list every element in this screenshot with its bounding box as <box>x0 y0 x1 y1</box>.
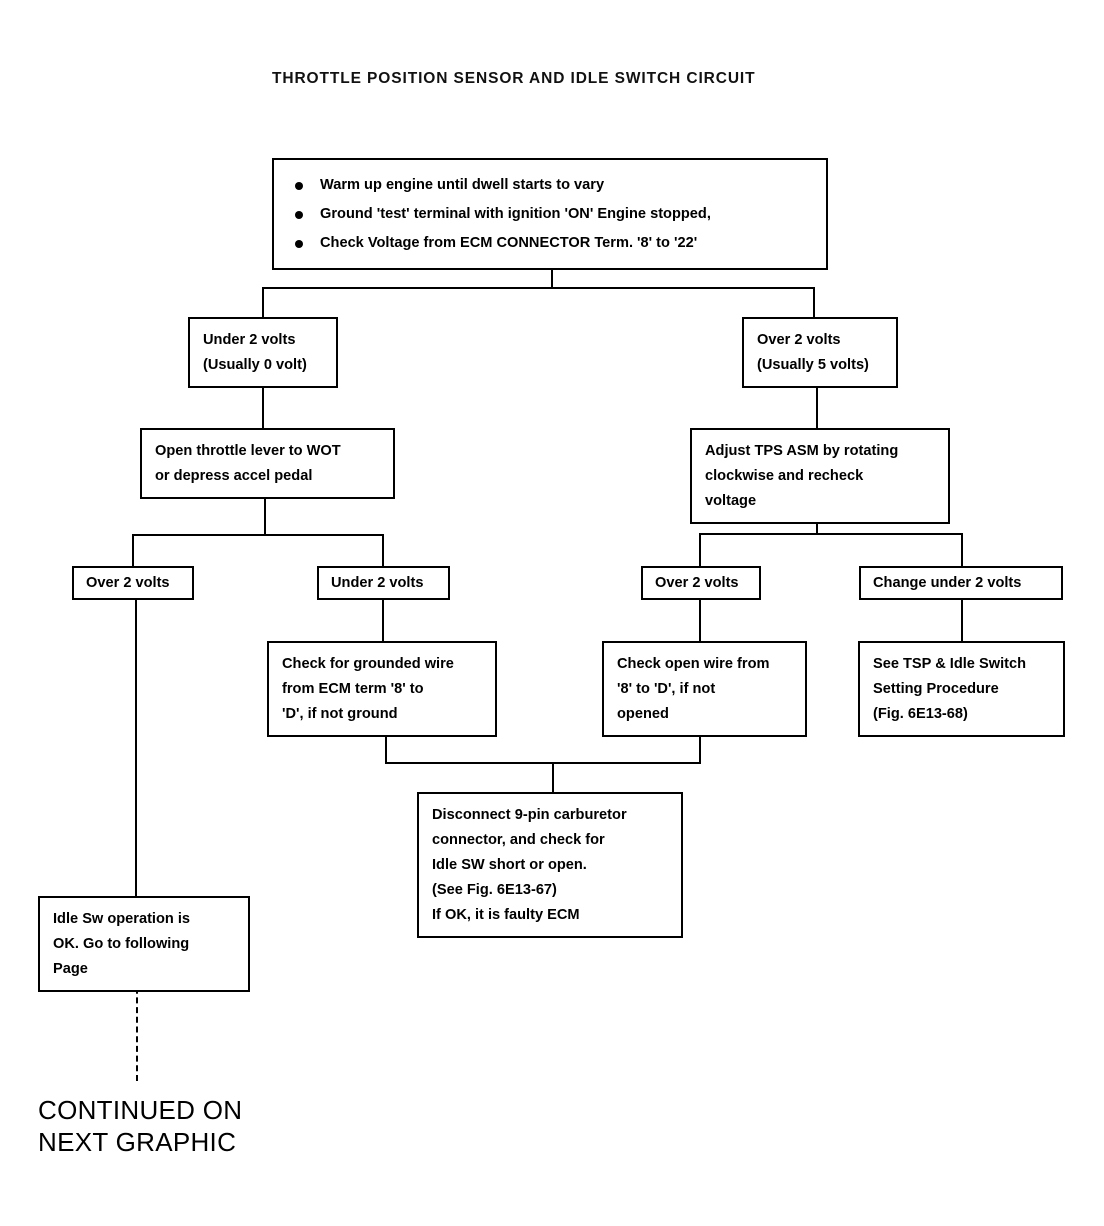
connector-top-split <box>262 287 815 289</box>
check-open-line2: '8' to 'D', if not <box>617 681 716 697</box>
open-throttle-line2: or depress accel pedal <box>155 468 313 484</box>
check-grounded-line2: from ECM term '8' to <box>282 681 424 697</box>
node-under-2-volts-top: Under 2 volts (Usually 0 volt) <box>188 317 338 388</box>
node-idle-sw-ok: Idle Sw operation is OK. Go to following… <box>38 896 250 992</box>
continued-note-line1: CONTINUED ON <box>38 1095 243 1125</box>
connector-right-split <box>699 533 963 535</box>
check-open-line1: Check open wire from <box>617 656 770 672</box>
continued-note: CONTINUED ON NEXT GRAPHIC <box>38 1094 242 1158</box>
idle-ok-line3: Page <box>53 961 88 977</box>
disconnect-line5: If OK, it is faulty ECM <box>432 907 580 923</box>
disconnect-line2: connector, and check for <box>432 832 605 848</box>
over2-top-line1: Over 2 volts <box>757 332 841 348</box>
node-start-procedure: Warm up engine until dwell starts to var… <box>272 158 828 270</box>
disconnect-line1: Disconnect 9-pin carburetor <box>432 807 627 823</box>
over2-left-line1: Over 2 volts <box>86 575 170 591</box>
disconnect-line3: Idle SW short or open. <box>432 857 587 873</box>
connector-openthrottle-down <box>264 493 266 535</box>
connector-changeunder2-to-seetsp <box>961 600 963 641</box>
change-under2-line1: Change under 2 volts <box>873 575 1022 591</box>
connector-under2top-to-openthrottle <box>262 371 264 428</box>
start-bullet-2: Ground 'test' terminal with ignition 'ON… <box>290 200 814 229</box>
start-bullet-1: Warm up engine until dwell starts to var… <box>290 171 814 200</box>
page-title: THROTTLE POSITION SENSOR AND IDLE SWITCH… <box>272 70 756 87</box>
adjust-tps-line1: Adjust TPS ASM by rotating <box>705 443 899 459</box>
see-tsp-line2: Setting Procedure <box>873 681 999 697</box>
adjust-tps-line3: voltage <box>705 493 757 509</box>
connector-left-split <box>132 534 384 536</box>
connector-checkopen-down <box>699 719 701 763</box>
start-bullet-3: Check Voltage from ECM CONNECTOR Term. '… <box>290 229 814 258</box>
node-adjust-tps: Adjust TPS ASM by rotating clockwise and… <box>690 428 950 524</box>
connector-over2top-to-adjusttps <box>816 371 818 428</box>
node-over-2-volts-right: Over 2 volts <box>641 566 761 600</box>
connector-under2left-to-checkgrounded <box>382 600 384 641</box>
disconnect-line4: (See Fig. 6E13-67) <box>432 882 557 898</box>
check-grounded-line1: Check for grounded wire <box>282 656 454 672</box>
node-check-open-wire: Check open wire from '8' to 'D', if not … <box>602 641 807 737</box>
over2-right-line1: Over 2 volts <box>655 575 739 591</box>
node-over-2-volts-top: Over 2 volts (Usually 5 volts) <box>742 317 898 388</box>
under2-top-line1: Under 2 volts <box>203 332 296 348</box>
node-see-tsp-procedure: See TSP & Idle Switch Setting Procedure … <box>858 641 1065 737</box>
connector-idleok-to-continued <box>136 978 138 1081</box>
node-under-2-volts-left: Under 2 volts <box>317 566 450 600</box>
connector-bottom-merge <box>385 762 701 764</box>
node-over-2-volts-left: Over 2 volts <box>72 566 194 600</box>
connector-to-under2-top <box>262 287 264 318</box>
connector-to-over2-right <box>699 533 701 566</box>
continued-note-line2: NEXT GRAPHIC <box>38 1127 237 1157</box>
node-disconnect-carburetor: Disconnect 9-pin carburetor connector, a… <box>417 792 683 938</box>
connector-over2right-to-checkopen <box>699 600 701 641</box>
connector-to-over2-top <box>813 287 815 318</box>
check-grounded-line3: 'D', if not ground <box>282 706 398 722</box>
connector-start-down <box>551 257 553 288</box>
connector-to-under2-left <box>382 534 384 566</box>
node-change-under-2-volts: Change under 2 volts <box>859 566 1063 600</box>
see-tsp-line1: See TSP & Idle Switch <box>873 656 1027 672</box>
connector-merge-to-disconnect <box>552 762 554 793</box>
open-throttle-line1: Open throttle lever to WOT <box>155 443 341 459</box>
adjust-tps-line2: clockwise and recheck <box>705 468 864 484</box>
node-open-throttle: Open throttle lever to WOT or depress ac… <box>140 428 395 499</box>
connector-over2left-to-idleok <box>135 600 137 897</box>
connector-checkgrounded-down <box>385 719 387 763</box>
idle-ok-line1: Idle Sw operation is <box>53 911 191 927</box>
under2-left-line1: Under 2 volts <box>331 575 424 591</box>
see-tsp-line3: (Fig. 6E13-68) <box>873 706 968 722</box>
check-open-line3: opened <box>617 706 669 722</box>
connector-to-change-under2 <box>961 533 963 566</box>
connector-to-over2-left <box>132 534 134 566</box>
node-check-grounded-wire: Check for grounded wire from ECM term '8… <box>267 641 497 737</box>
over2-top-line2: (Usually 5 volts) <box>757 357 869 373</box>
idle-ok-line2: OK. Go to following <box>53 936 190 952</box>
under2-top-line2: (Usually 0 volt) <box>203 357 307 373</box>
